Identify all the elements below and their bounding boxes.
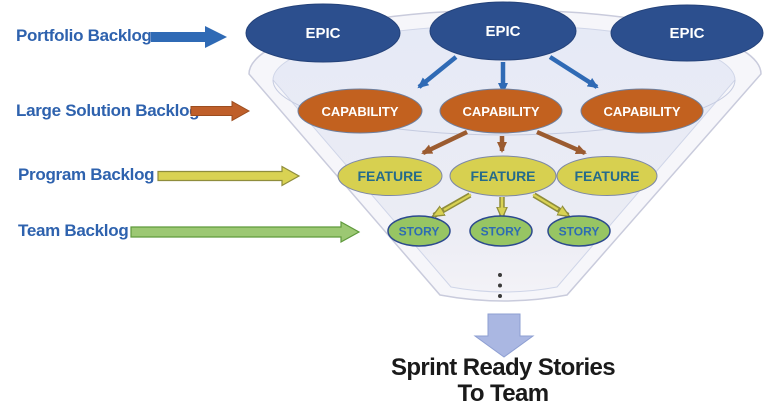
portfolio-arrow xyxy=(151,26,227,48)
epic-node-3 xyxy=(610,4,764,62)
feature-label-1: FEATURE xyxy=(357,168,422,184)
capability-node-1 xyxy=(297,88,423,134)
capability-node-3 xyxy=(580,88,704,134)
story-node-3 xyxy=(547,215,611,247)
output-caption-line2: To Team xyxy=(457,380,550,407)
feature-node-1 xyxy=(337,156,443,196)
epic-node-1 xyxy=(245,3,401,63)
arrow-feature-story-left-fill xyxy=(443,193,472,212)
epic-row: EPIC EPIC EPIC xyxy=(245,1,764,63)
feature-label-3: FEATURE xyxy=(574,168,639,184)
story-label-1: STORY xyxy=(399,225,440,239)
story-label-2: STORY xyxy=(481,225,522,239)
output-caption: Sprint Ready Stories To Team xyxy=(390,354,616,407)
arrow-feature-story-right-fill xyxy=(532,193,559,211)
ellipsis-dot xyxy=(498,294,502,298)
epic-node-2 xyxy=(429,1,577,61)
capability-label-1: CAPABILITY xyxy=(321,104,398,119)
feature-node-2 xyxy=(449,155,557,197)
program-arrow xyxy=(157,165,301,187)
ellipsis-dots xyxy=(498,273,502,298)
arrow-epic-capability-right xyxy=(548,55,599,89)
arrow-capability-feature-right xyxy=(536,129,587,156)
ellipsis-dot xyxy=(498,273,502,277)
story-node-1 xyxy=(387,215,451,247)
capability-label-3: CAPABILITY xyxy=(603,104,680,119)
capability-node-2 xyxy=(439,88,563,134)
portfolio-backlog-label: Portfolio Backlog xyxy=(16,26,152,45)
epic-label-1: EPIC xyxy=(305,25,340,42)
team-arrow xyxy=(130,220,361,244)
feature-label-2: FEATURE xyxy=(470,168,535,184)
story-node-2 xyxy=(469,215,533,247)
large-solution-arrow xyxy=(190,100,251,122)
large-solution-backlog-label: Large Solution Backlog xyxy=(16,101,200,120)
arrow-epic-capability-left xyxy=(417,55,458,89)
output-caption-line1: Sprint Ready Stories xyxy=(390,354,616,381)
program-backlog-label: Program Backlog xyxy=(18,165,155,184)
story-row: STORY STORY STORY xyxy=(387,215,611,247)
feature-row: FEATURE FEATURE FEATURE xyxy=(337,155,658,197)
epic-label-2: EPIC xyxy=(485,23,520,40)
capability-row: CAPABILITY CAPABILITY CAPABILITY xyxy=(297,88,704,134)
story-label-3: STORY xyxy=(559,225,600,239)
output-down-arrow xyxy=(473,313,535,358)
backlog-arrows xyxy=(130,26,361,244)
team-backlog-label: Team Backlog xyxy=(18,221,129,240)
ellipsis-dot xyxy=(498,283,502,288)
capability-label-2: CAPABILITY xyxy=(462,104,539,119)
feature-to-story-arrows xyxy=(434,192,568,218)
arrow-capability-feature-left xyxy=(421,129,468,156)
feature-node-3 xyxy=(556,156,658,196)
capability-to-feature-arrows xyxy=(421,129,587,156)
epic-label-3: EPIC xyxy=(669,25,704,42)
epic-to-capability-arrows xyxy=(417,55,599,94)
